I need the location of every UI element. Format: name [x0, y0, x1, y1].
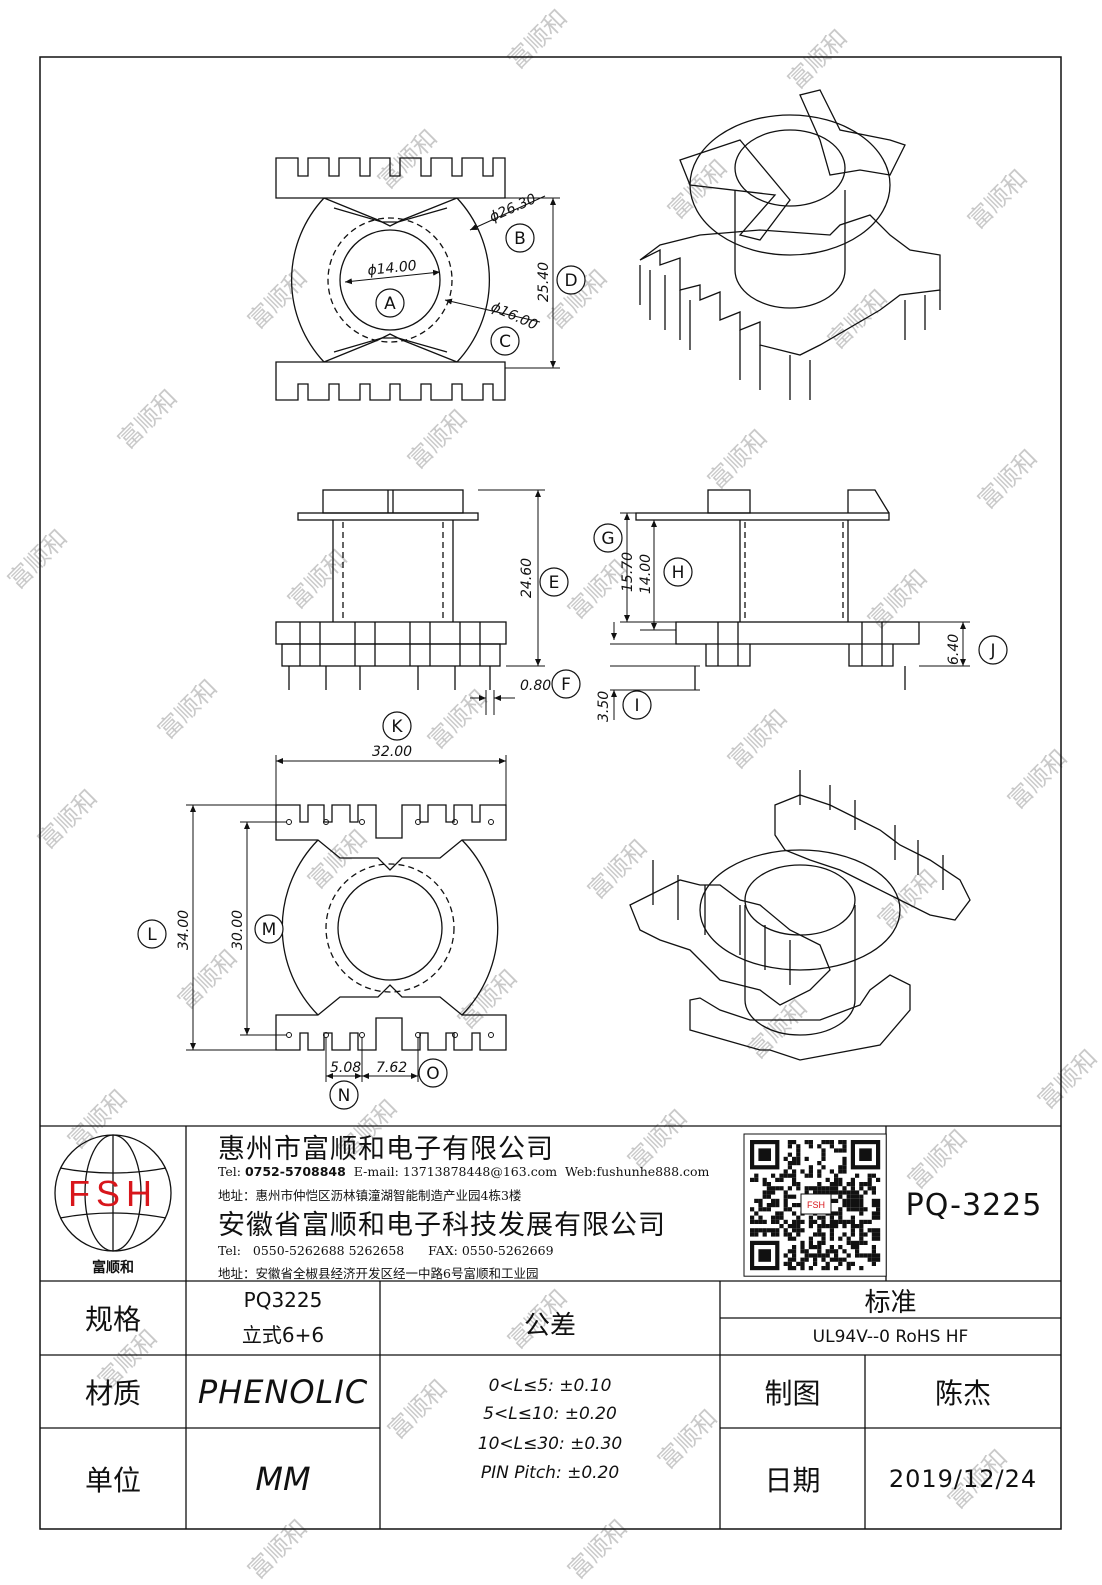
- dim-h: 14.00: [638, 554, 654, 594]
- fax-label: FAX:: [428, 1243, 458, 1258]
- dim-outer-dia: ϕ26.30: [487, 191, 539, 226]
- company1-address: 地址：惠州市仲恺区沥林镇潼湖智能制造产业园4栋3楼: [218, 1188, 522, 1203]
- svg-text:F: F: [561, 675, 571, 695]
- callout-o: O: [418, 1058, 448, 1088]
- dim-mid-dia: ϕ16.00: [488, 299, 540, 334]
- iso-view-bottom: [629, 770, 971, 1061]
- callout-f: F: [551, 669, 581, 699]
- unit-value: MM: [255, 1459, 311, 1498]
- iso-view-top: [639, 89, 941, 400]
- company1-contact: Tel: 0752-5708848 E-mail: 13713878448@16…: [218, 1164, 709, 1179]
- material-value: PHENOLIC: [197, 1372, 369, 1411]
- svg-text:I: I: [634, 696, 639, 716]
- dim-base: 6.40: [946, 634, 962, 665]
- svg-text:D: D: [564, 271, 577, 291]
- dim-height-d: 25.40: [536, 262, 552, 302]
- dim-pin-width: 0.80: [520, 678, 551, 694]
- company1-email: 13713878448@163.com: [402, 1164, 558, 1179]
- company2-address: 地址：安徽省全椒县经济开发区经一中路6号富顺和工业园: [218, 1266, 539, 1281]
- svg-text:B: B: [514, 229, 526, 249]
- side-view: [275, 489, 507, 690]
- svg-text:K: K: [391, 717, 403, 737]
- spec-line1: PQ3225: [243, 1288, 323, 1312]
- svg-text:N: N: [338, 1086, 351, 1106]
- callout-c: C: [490, 326, 520, 356]
- material-label: 材质: [84, 1376, 141, 1410]
- callout-a: A: [375, 288, 405, 318]
- company2-fax: 0550-5262669: [461, 1243, 554, 1258]
- dim-pin-len: 3.50: [596, 691, 612, 722]
- svg-text:E: E: [549, 573, 560, 593]
- svg-text:C: C: [499, 332, 511, 352]
- dim-row-gap: 7.62: [376, 1060, 407, 1076]
- tolerance-1: 0<L≤5: ±0.10: [488, 1376, 612, 1396]
- part-number: PQ-3225: [905, 1187, 1043, 1223]
- drawing-border: [39, 56, 1062, 1530]
- standard-label: 标准: [864, 1287, 917, 1318]
- logo-caption: 富顺和: [92, 1259, 134, 1276]
- drawn-by: 陈杰: [934, 1376, 991, 1410]
- company-logo: [54, 1134, 172, 1252]
- callout-g: G: [593, 523, 623, 553]
- spec-line2: 立式6+6: [241, 1322, 325, 1347]
- date-value: 2019/12/24: [888, 1464, 1038, 1493]
- callout-h: H: [663, 557, 693, 587]
- dim-g: 15.70: [620, 552, 636, 592]
- top-view: [275, 157, 506, 401]
- callout-j: J: [978, 635, 1008, 665]
- dim-depth: 34.00: [176, 910, 192, 950]
- date-label: 日期: [764, 1463, 821, 1497]
- tel-label-2: Tel:: [218, 1243, 241, 1258]
- qr-logo: FSH: [807, 1200, 825, 1210]
- email-label: E-mail:: [353, 1164, 399, 1179]
- svg-text:O: O: [426, 1064, 439, 1084]
- svg-text:H: H: [672, 563, 685, 583]
- callout-l: L: [137, 919, 167, 949]
- svg-text:G: G: [601, 529, 614, 549]
- standard-value: UL94V--0 RoHS HF: [812, 1326, 969, 1347]
- company1-name: 惠州市富顺和电子有限公司: [218, 1134, 554, 1165]
- company2-contact: Tel: 0550-5262688 5262658 FAX: 0550-5262…: [218, 1243, 554, 1258]
- unit-label: 单位: [84, 1463, 141, 1497]
- callout-labels: A B C D E F G H I J K L M N O: [137, 223, 1008, 1110]
- callout-b: B: [505, 223, 535, 253]
- tolerance-4: PIN Pitch: ±0.20: [480, 1463, 620, 1483]
- company1-tel: 0752-5708848: [244, 1164, 346, 1179]
- callout-k: K: [382, 711, 412, 741]
- company2-name: 安徽省富顺和电子科技发展有限公司: [218, 1210, 666, 1241]
- callout-d: D: [556, 265, 586, 295]
- svg-text:A: A: [384, 294, 396, 314]
- dim-width: 32.00: [372, 744, 412, 760]
- dim-pitch: 5.08: [330, 1060, 361, 1076]
- tolerance-label: 公差: [523, 1310, 576, 1341]
- tolerance-2: 5<L≤10: ±0.20: [483, 1404, 617, 1424]
- tolerance-3: 10<L≤30: ±0.30: [477, 1434, 623, 1454]
- svg-text:L: L: [147, 925, 157, 945]
- company1-web: fushunhe888.com: [596, 1164, 710, 1179]
- callout-e: E: [539, 567, 569, 597]
- title-block-grid: [40, 1125, 1061, 1529]
- dim-row-span: 30.00: [230, 910, 246, 950]
- spec-label: 规格: [84, 1303, 141, 1336]
- front-view: [635, 489, 920, 690]
- bottom-view: [275, 804, 507, 1051]
- drawn-label: 制图: [764, 1376, 821, 1410]
- web-label: Web:: [565, 1164, 597, 1179]
- callout-i: I: [622, 690, 652, 720]
- company2-tel: 0550-5262688 5262658: [252, 1243, 405, 1258]
- dim-side-height: 24.60: [519, 558, 535, 598]
- svg-text:J: J: [989, 641, 995, 661]
- callout-n: N: [329, 1080, 359, 1110]
- dim-inner-dia: ϕ14.00: [367, 258, 418, 279]
- logo-letters: FSH: [68, 1173, 158, 1214]
- tel-label: Tel:: [218, 1164, 241, 1179]
- svg-text:M: M: [262, 920, 277, 940]
- callout-m: M: [254, 914, 284, 944]
